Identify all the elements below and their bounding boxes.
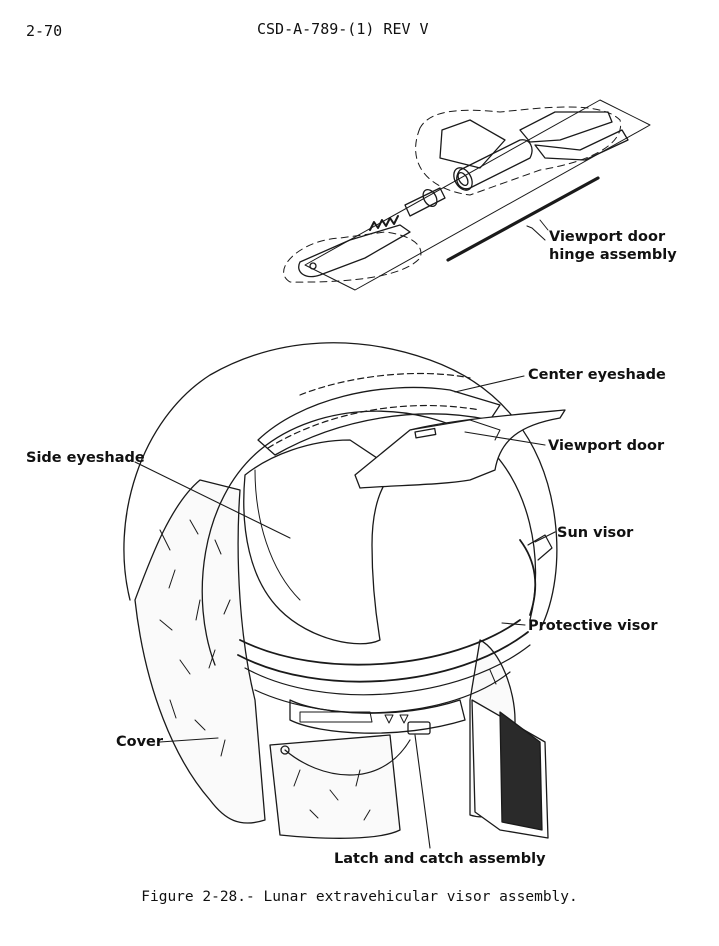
figure-caption: Figure 2-28.- Lunar extravehicular visor… [141,889,578,905]
hinge-assembly-drawing [283,99,651,291]
label-side-eyeshade: Side eyeshade [26,450,145,466]
leader-sun-visor [534,531,556,543]
label-viewport-door: Viewport door [548,438,665,454]
leader-cover [159,737,219,743]
leader-protective-visor [501,622,526,626]
leader-side-eyeshade [134,461,291,539]
label-sun-visor: Sun visor [557,525,634,541]
label-cover: Cover [116,734,164,750]
document-id: CSD-A-789-(1) REV V [257,20,429,38]
label-protective-visor: Protective visor [528,618,658,634]
label-viewport-door-hinge-assembly: Viewport door hinge assembly [549,228,677,264]
leader-hinge [526,225,546,241]
label-latch-and-catch-assembly: Latch and catch assembly [334,851,546,867]
leader-latch [414,734,431,849]
leader-center-eyeshade [454,375,525,393]
leader-lines [134,225,556,849]
label-hinge-line-1: Viewport door [549,229,666,245]
helmet-drawing [123,342,566,839]
label-hinge-line-2: hinge assembly [549,247,677,263]
page-number: 2-70 [26,22,63,40]
leader-viewport-door [464,431,546,446]
label-center-eyeshade: Center eyeshade [528,367,666,383]
